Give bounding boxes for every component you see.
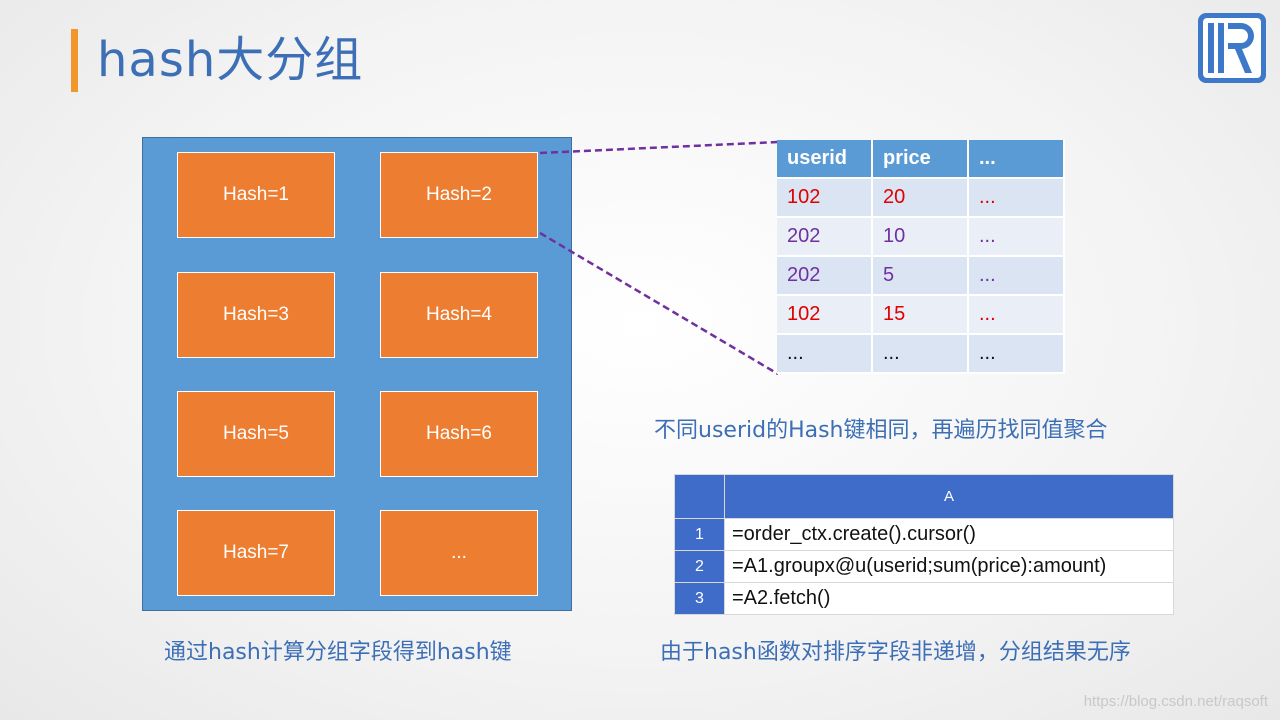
cell-userid: 102 — [777, 296, 873, 335]
raqsoft-logo-icon — [1198, 13, 1266, 83]
cell-more: ... — [969, 179, 1065, 218]
grid-corner-cell — [674, 474, 725, 519]
hash-box-2: Hash=2 — [380, 152, 538, 238]
hash-partition-area: Hash=1 Hash=2 Hash=3 Hash=4 Hash=5 Hash=… — [142, 137, 572, 611]
title-accent-bar — [71, 29, 78, 92]
hash-box-5: Hash=5 — [177, 391, 335, 477]
cell-more: ... — [969, 335, 1065, 374]
grid-column-header-a[interactable]: A — [724, 474, 1174, 519]
cell-price: 20 — [873, 179, 969, 218]
grid-row: 3 =A2.fetch() — [674, 582, 1174, 615]
cell-price: ... — [873, 335, 969, 374]
hash-box-3: Hash=3 — [177, 272, 335, 358]
cell-userid: 202 — [777, 257, 873, 296]
cell-userid: ... — [777, 335, 873, 374]
hash-box-7: Hash=7 — [177, 510, 335, 596]
connector-line-top — [539, 140, 779, 155]
hash-box-6: Hash=6 — [380, 391, 538, 477]
caption-same-hash: 不同userid的Hash键相同，再遍历找同值聚合 — [654, 418, 1108, 443]
cell-price: 10 — [873, 218, 969, 257]
connector-line-bottom — [539, 231, 779, 376]
grid-row-number[interactable]: 2 — [674, 550, 725, 583]
caption-unordered-result: 由于hash函数对排序字段非递增，分组结果无序 — [660, 640, 1131, 665]
grid-row: 2 =A1.groupx@u(userid;sum(price):amount) — [674, 550, 1174, 583]
cell-price: 5 — [873, 257, 969, 296]
caption-hash-key: 通过hash计算分组字段得到hash键 — [164, 640, 512, 665]
watermark-url: https://blog.csdn.net/raqsoft — [1083, 693, 1268, 710]
hash-box-4: Hash=4 — [380, 272, 538, 358]
table-row: 102 20 ... — [777, 179, 1065, 218]
table-row: 202 10 ... — [777, 218, 1065, 257]
grid-row: 1 =order_ctx.create().cursor() — [674, 518, 1174, 551]
grid-cell-a1[interactable]: =order_ctx.create().cursor() — [724, 518, 1174, 551]
grid-cell-a2[interactable]: =A1.groupx@u(userid;sum(price):amount) — [724, 550, 1174, 583]
hash-bucket-table: userid price ... 102 20 ... 202 10 ... 2… — [777, 140, 1065, 374]
cell-price: 15 — [873, 296, 969, 335]
grid-cell-a3[interactable]: =A2.fetch() — [724, 582, 1174, 615]
grid-row-number[interactable]: 1 — [674, 518, 725, 551]
code-grid: A 1 =order_ctx.create().cursor() 2 =A1.g… — [674, 474, 1174, 615]
column-header-price: price — [873, 140, 969, 179]
cell-more: ... — [969, 296, 1065, 335]
table-row: 202 5 ... — [777, 257, 1065, 296]
table-row: ... ... ... — [777, 335, 1065, 374]
column-header-more: ... — [969, 140, 1065, 179]
column-header-userid: userid — [777, 140, 873, 179]
hash-box-1: Hash=1 — [177, 152, 335, 238]
cell-userid: 102 — [777, 179, 873, 218]
cell-more: ... — [969, 257, 1065, 296]
grid-row-number[interactable]: 3 — [674, 582, 725, 615]
table-row: 102 15 ... — [777, 296, 1065, 335]
slide-title: hash大分组 — [97, 32, 364, 88]
cell-more: ... — [969, 218, 1065, 257]
hash-box-more: ... — [380, 510, 538, 596]
cell-userid: 202 — [777, 218, 873, 257]
